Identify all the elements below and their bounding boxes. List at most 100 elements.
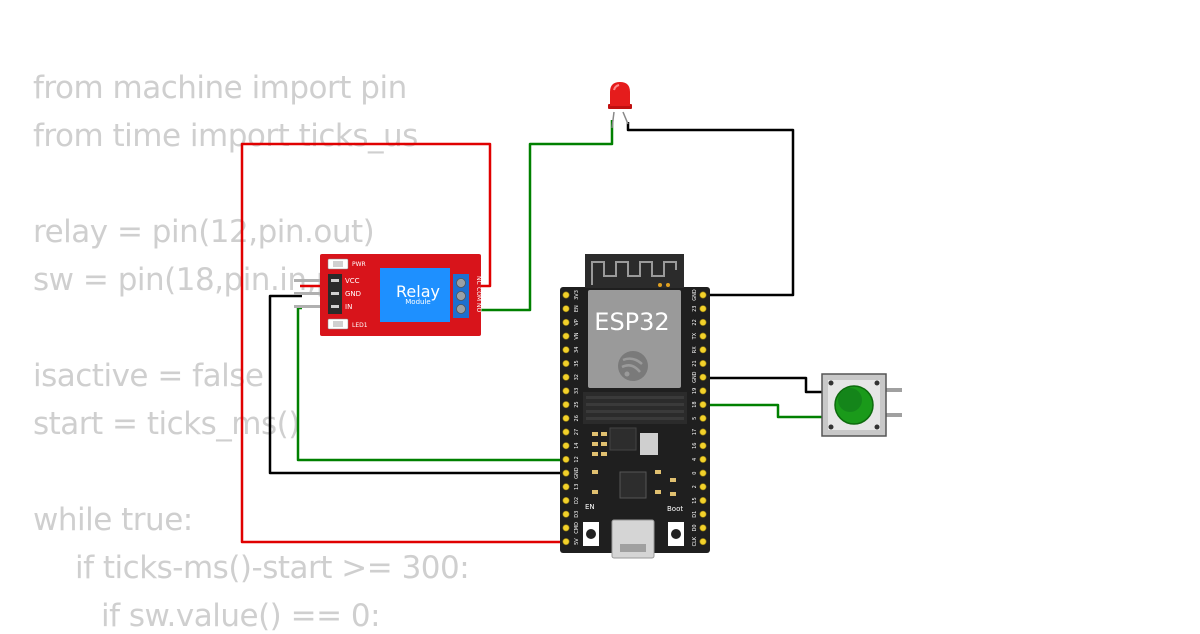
esp32-left-pin-label: D3 [574,511,580,518]
esp32-right-pin-label: 23 [692,306,698,312]
esp32-right-pin[interactable] [699,455,707,463]
esp32-board[interactable]: ESP32 EN [560,254,710,559]
esp32-right-pin[interactable] [699,442,707,450]
esp32-left-pin-label: EN [574,305,580,312]
esp32-left-pin-label: 13 [574,484,580,490]
relay-terminal-label: COM [475,287,482,301]
relay-led-label: LED1 [352,322,368,329]
code-line: from time import ticks_us [33,118,418,154]
left-pin-header [562,291,570,546]
esp32-left-pin[interactable] [562,496,570,504]
micro-usb-port[interactable] [611,519,655,559]
esp32-right-pin[interactable] [699,373,707,381]
relay-cube [380,268,450,322]
esp32-left-pin[interactable] [562,318,570,326]
esp32-left-pin-label: 3V3 [574,290,580,300]
relay-terminal-label: NC [475,276,482,285]
esp32-left-pin-label: 12 [574,456,580,462]
esp32-right-pin[interactable] [699,305,707,313]
esp32-right-pin-label: 18 [692,401,698,407]
esp32-right-pin-label: 22 [692,319,698,325]
esp32-right-pin[interactable] [699,538,707,546]
esp32-left-pin-label: 35 [574,360,580,366]
usb-uart-chip [619,471,647,499]
esp32-left-pin-label: 34 [574,347,580,353]
esp32-right-pin[interactable] [699,401,707,409]
esp32-left-pin[interactable] [562,291,570,299]
relay-terminal-label: NO [475,303,482,312]
code-line: isactive = false [33,358,264,394]
esp32-left-pin-label: GND [574,467,580,479]
esp32-left-pin[interactable] [562,510,570,518]
esp32-left-pin-label: VP [574,319,580,325]
esp32-right-pin[interactable] [699,510,707,518]
code-line: if sw.value() == 0: [101,598,381,634]
esp32-right-pin[interactable] [699,414,707,422]
esp32-right-pin[interactable] [699,428,707,436]
esp32-left-pin[interactable] [562,373,570,381]
esp32-antenna [585,254,684,288]
esp32-left-pin-label: 27 [574,429,580,435]
esp32-right-pin-label: TX [692,332,698,340]
esp32-left-pin[interactable] [562,332,570,340]
esp32-left-pin[interactable] [562,414,570,422]
wire-relay-led[interactable] [466,120,614,312]
relay-pin-label: VCC [345,277,360,285]
en-button-label: EN [585,503,595,511]
relay-title: Relay [396,282,440,301]
esp32-right-pin[interactable] [699,359,707,367]
esp32-right-pin-label: CLK [692,536,698,546]
esp32-right-pin-label: 21 [692,360,698,366]
esp32-left-pin[interactable] [562,455,570,463]
relay-module[interactable]: VCC GND IN PWR LED1 Relay Module NC COM … [294,254,482,336]
regulator-tab [640,433,658,455]
esp32-right-pin[interactable] [699,387,707,395]
esp32-right-pin-label: 19 [692,388,698,394]
esp32-right-pin[interactable] [699,524,707,532]
esp32-left-pin[interactable] [562,387,570,395]
esp32-right-pin-label: RX [692,346,698,353]
voltage-regulator [609,427,637,451]
esp32-left-pin-label: 32 [574,374,580,380]
esp32-right-pin-label: GND [692,289,698,301]
esp32-right-pin[interactable] [699,346,707,354]
esp32-left-pin[interactable] [562,483,570,491]
push-button[interactable] [821,373,902,437]
esp32-left-pin[interactable] [562,538,570,546]
esp32-right-pin[interactable] [699,291,707,299]
code-line: start = ticks_ms() [33,406,300,442]
espressif-logo-icon [618,351,648,381]
wire-gnd-button[interactable] [703,376,826,394]
esp32-left-pin[interactable] [562,524,570,532]
esp32-right-pin[interactable] [699,483,707,491]
esp32-right-pin[interactable] [699,469,707,477]
code-line: while true: [33,502,193,538]
esp32-right-pin[interactable] [699,332,707,340]
wire-led-gnd[interactable] [626,122,795,297]
wire-gnd-gnd[interactable] [268,294,566,475]
esp32-left-pin[interactable] [562,346,570,354]
esp32-title: ESP32 [594,308,669,336]
relay-subtitle: Module [405,298,430,306]
esp32-left-pin[interactable] [562,359,570,367]
esp32-right-pin[interactable] [699,496,707,504]
esp32-shield [588,290,681,388]
wire-gpio18-button[interactable] [703,403,826,419]
code-line: from machine import pin [33,70,407,106]
esp32-right-pin-label: 17 [692,429,698,435]
esp32-right-pin-label: D0 [692,524,698,531]
red-led[interactable] [608,82,632,129]
esp32-left-pin[interactable] [562,401,570,409]
left-pin-labels: 3V3ENVPVN343532332526271412GND13D2D3CMD5… [574,290,580,545]
relay-pin-label: GND [345,290,361,298]
esp32-left-pin[interactable] [562,428,570,436]
right-pin-header [699,291,707,546]
code-line: if ticks-ms()-start >= 300: [75,550,470,586]
esp32-left-pin[interactable] [562,442,570,450]
esp32-left-pin[interactable] [562,305,570,313]
esp32-left-pin[interactable] [562,469,570,477]
wire-vcc-5v[interactable] [240,142,566,544]
esp32-right-pin[interactable] [699,318,707,326]
relay-led-label: PWR [352,261,366,268]
